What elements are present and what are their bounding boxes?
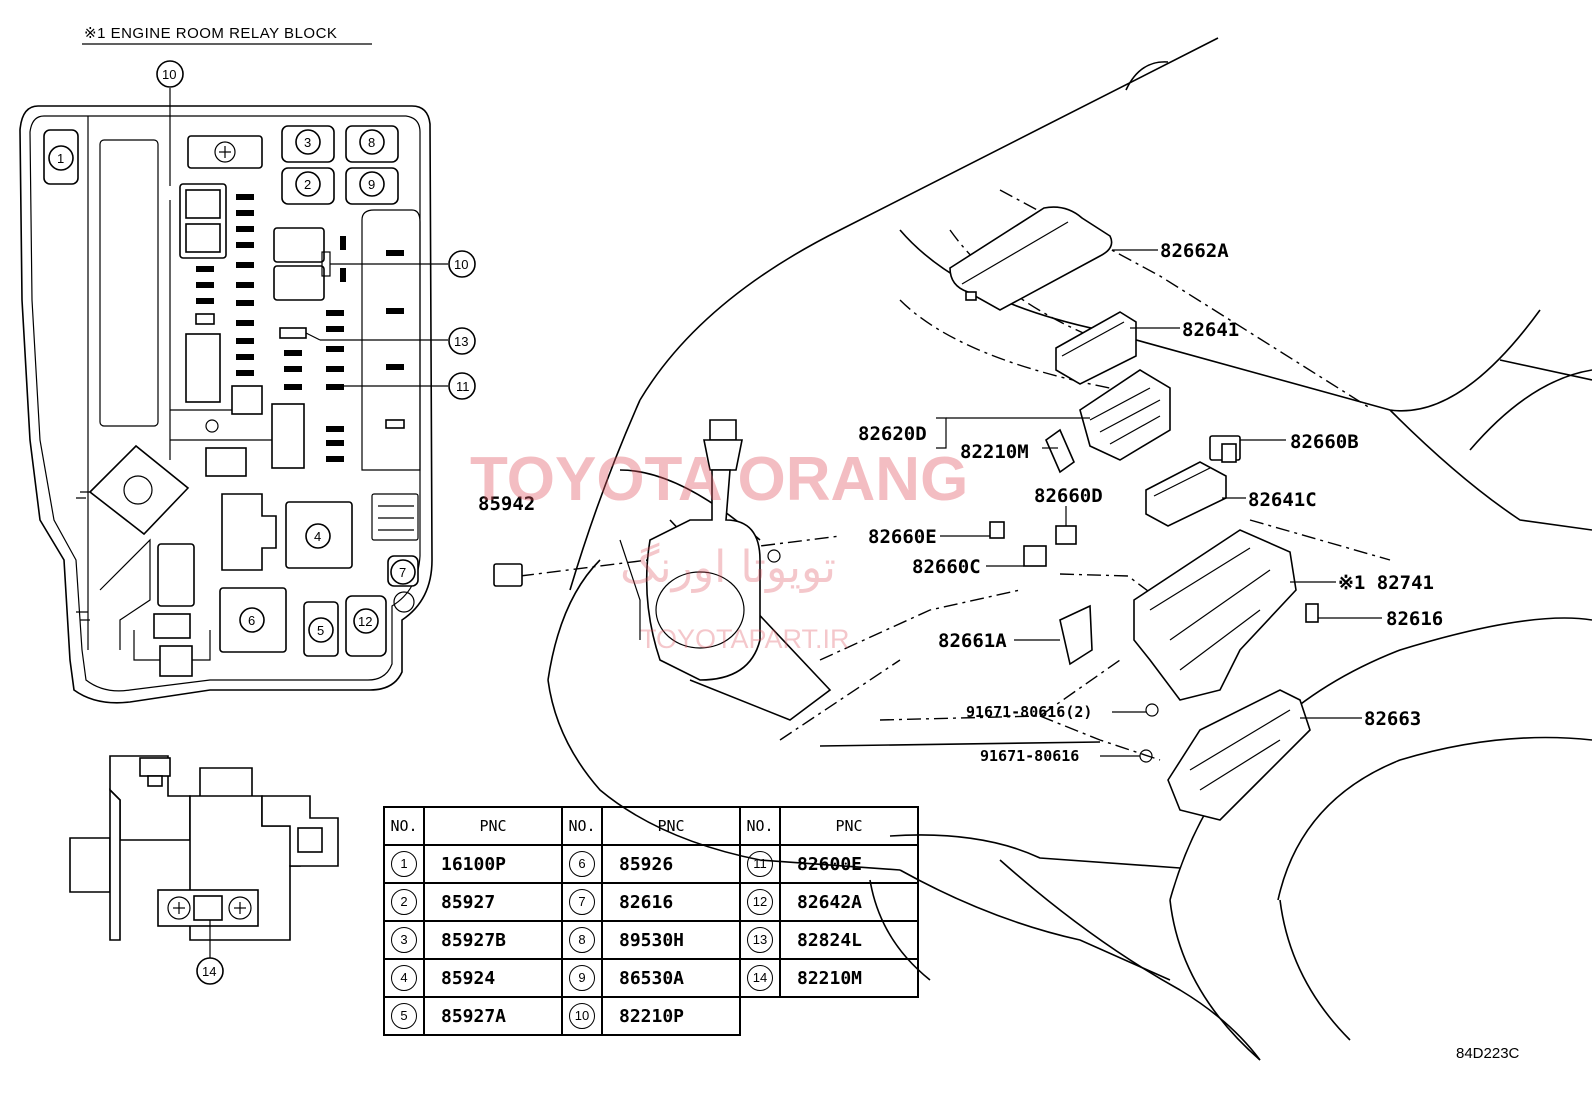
table-header: NO. PNC NO. PNC NO. PNC xyxy=(383,806,919,846)
watermark-farsi: تویوتا اورنگ xyxy=(620,542,836,593)
label-82660E: 82660E xyxy=(868,526,937,548)
svg-text:9: 9 xyxy=(368,177,375,192)
label-82641: 82641 xyxy=(1182,319,1239,341)
row-number: 1 xyxy=(391,851,417,877)
bracket-82663 xyxy=(1139,689,1311,821)
pnc-cell: 82824L xyxy=(779,920,919,960)
row-number: 2 xyxy=(391,889,417,915)
pnc-cell: 82600E xyxy=(779,844,919,884)
label-91671-80616: 91671-80616 xyxy=(980,747,1079,765)
svg-text:3: 3 xyxy=(304,135,311,150)
label-85942: 85942 xyxy=(478,493,535,515)
row-number: 3 xyxy=(391,927,417,953)
label-82662A: 82662A xyxy=(1160,240,1229,262)
svg-text:6: 6 xyxy=(248,613,255,628)
part-labels: 82662A 82641 82620D 82210M 82660B 82641C… xyxy=(478,240,1443,765)
label-82741: ※1 82741 xyxy=(1338,572,1434,594)
label-82660C: 82660C xyxy=(912,556,981,578)
relay-callouts: 1 2 3 4 5 6 7 8 9 12 xyxy=(48,129,416,643)
watermark: TOYOTA ORANG تویوتا اورنگ TOYOTAPART.IR xyxy=(470,445,968,654)
pnc-cell: 85927A xyxy=(423,996,563,1036)
row-number: 12 xyxy=(747,889,773,915)
row-number: 11 xyxy=(747,851,773,877)
row-number: 4 xyxy=(391,965,417,991)
item-14-detail: 14 xyxy=(69,755,339,985)
svg-text:4: 4 xyxy=(314,529,321,544)
relay-block-title: ※1 ENGINE ROOM RELAY BLOCK xyxy=(84,25,337,42)
svg-text:14: 14 xyxy=(202,964,216,979)
pnc-cell: 82210P xyxy=(601,996,741,1036)
pnc-cell: 85927 xyxy=(423,882,563,922)
leaders xyxy=(936,249,1382,757)
watermark-url: TOYOTAPART.IR xyxy=(640,624,850,654)
svg-text:5: 5 xyxy=(317,623,324,638)
table-row: 5 85927A 10 82210P xyxy=(383,996,918,1036)
label-82661A: 82661A xyxy=(938,630,1007,652)
label-82660D: 82660D xyxy=(1034,485,1103,507)
connectors xyxy=(493,435,1319,623)
label-82641C: 82641C xyxy=(1248,489,1317,511)
svg-text:10: 10 xyxy=(162,67,176,82)
relay-block-detail: ※1 ENGINE ROOM RELAY BLOCK xyxy=(19,25,476,704)
svg-text:13: 13 xyxy=(454,334,468,349)
label-82620D: 82620D xyxy=(858,423,927,445)
label-82210M: 82210M xyxy=(960,441,1029,463)
row-number: 13 xyxy=(747,927,773,953)
label-91671-80616-2: 91671-80616(2) xyxy=(966,703,1092,721)
pnc-cell: 85927B xyxy=(423,920,563,960)
diagram-reference: 84D223C xyxy=(1456,1045,1520,1062)
header-pnc: PNC xyxy=(423,806,563,846)
watermark-title: TOYOTA ORANG xyxy=(470,445,968,514)
row-number: 14 xyxy=(747,965,773,991)
pnc-cell: 16100P xyxy=(423,844,563,884)
row-number: 8 xyxy=(569,927,595,953)
svg-text:2: 2 xyxy=(304,177,311,192)
svg-text:8: 8 xyxy=(368,135,375,150)
pnc-cell: 82210M xyxy=(779,958,919,998)
table-row: 1 16100P 6 85926 11 82600E xyxy=(383,844,919,884)
housing-82741 xyxy=(1059,529,1297,701)
row-number: 6 xyxy=(569,851,595,877)
pnc-cell: 85926 xyxy=(601,844,741,884)
table-row: 4 85924 9 86530A 14 82210M xyxy=(383,958,919,998)
header-pnc: PNC xyxy=(779,806,919,846)
header-no: NO. xyxy=(383,806,425,846)
svg-text:1: 1 xyxy=(57,151,64,166)
row-number: 9 xyxy=(569,965,595,991)
pnc-cell: 85924 xyxy=(423,958,563,998)
pnc-table: NO. PNC NO. PNC NO. PNC 1 16100P 6 85926… xyxy=(383,806,919,1036)
table-row: 3 85927B 8 89530H 13 82824L xyxy=(383,920,919,960)
row-number: 7 xyxy=(569,889,595,915)
relay-block-assembly xyxy=(1045,369,1171,474)
empty-cell xyxy=(739,996,918,1035)
pnc-cell: 89530H xyxy=(601,920,741,960)
label-82660B: 82660B xyxy=(1290,431,1359,453)
label-82616: 82616 xyxy=(1386,608,1443,630)
svg-text:7: 7 xyxy=(399,565,406,580)
header-pnc: PNC xyxy=(601,806,741,846)
washer-tank xyxy=(619,419,781,681)
pnc-cell: 82616 xyxy=(601,882,741,922)
table-row: 2 85927 7 82616 12 82642A xyxy=(383,882,919,922)
header-no: NO. xyxy=(739,806,781,846)
row-number: 10 xyxy=(569,1003,595,1029)
pnc-cell: 82642A xyxy=(779,882,919,922)
svg-text:10: 10 xyxy=(454,257,468,272)
pnc-cell: 86530A xyxy=(601,958,741,998)
label-82663: 82663 xyxy=(1364,708,1421,730)
header-no: NO. xyxy=(561,806,603,846)
svg-text:12: 12 xyxy=(358,614,372,629)
row-number: 5 xyxy=(391,1003,417,1029)
svg-text:11: 11 xyxy=(456,379,470,394)
part-82641 xyxy=(1055,311,1137,385)
cover-82662A xyxy=(949,206,1113,311)
